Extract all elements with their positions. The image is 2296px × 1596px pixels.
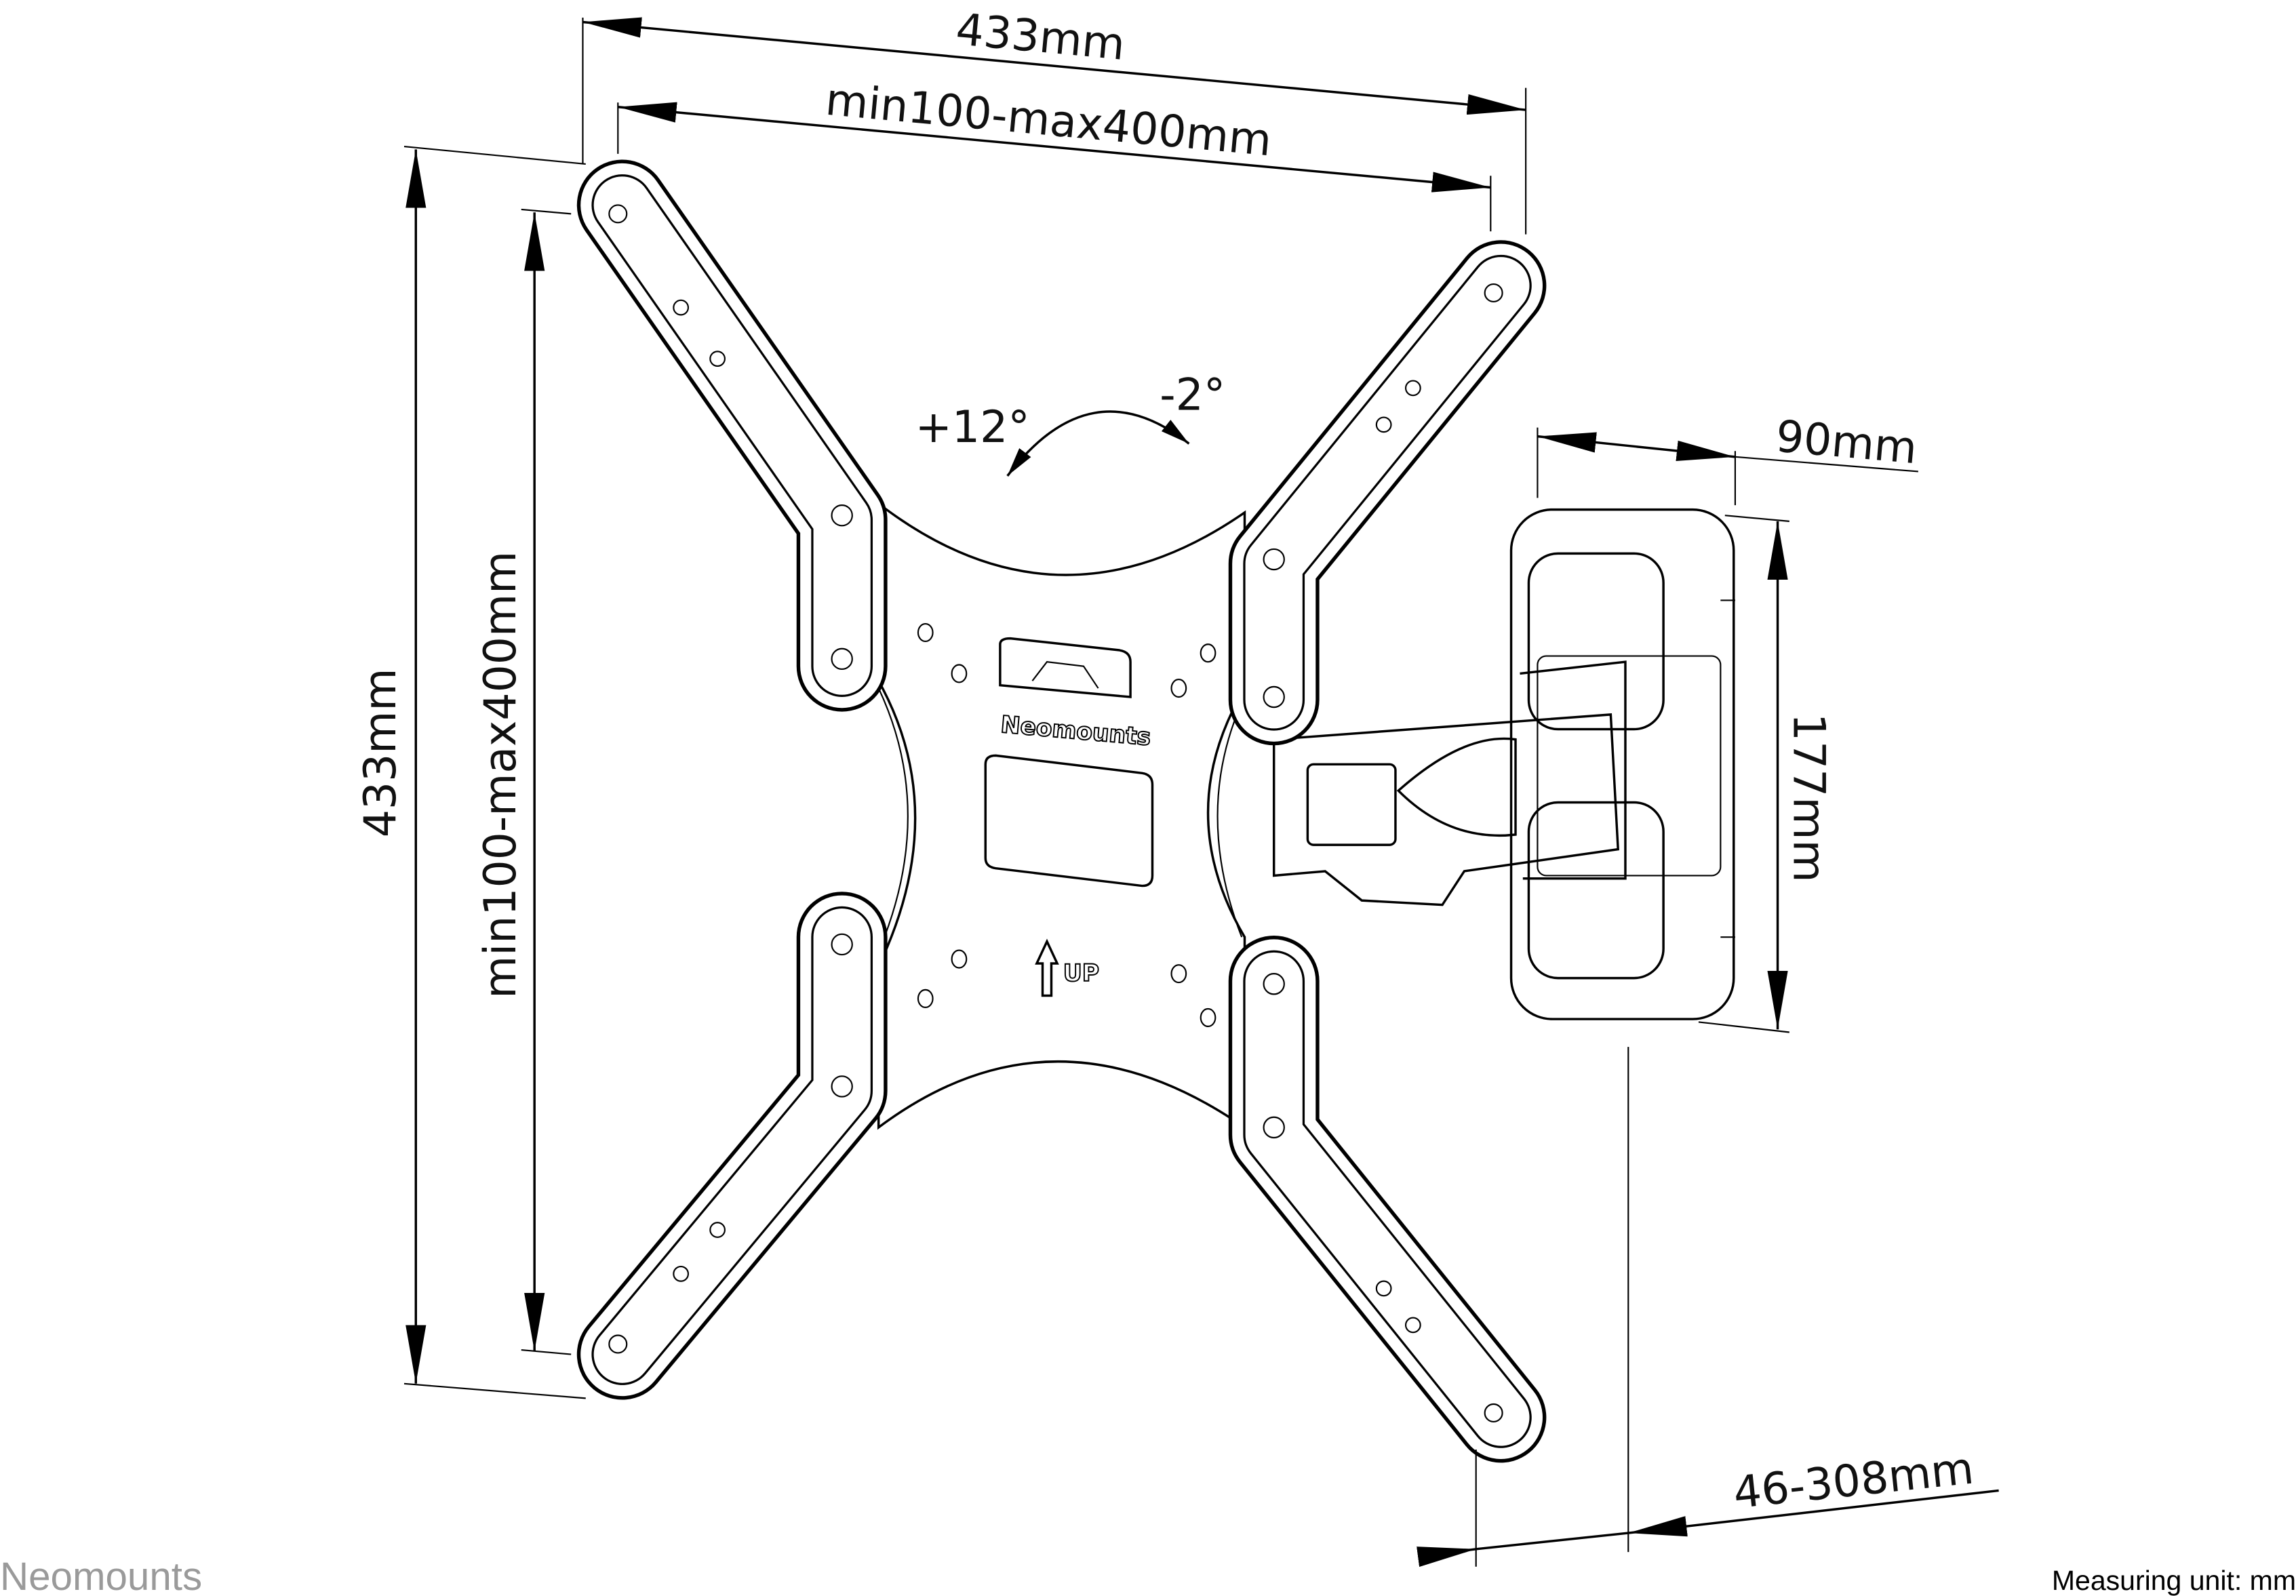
swing-arm [1272, 660, 1627, 906]
measuring-unit-note: Measuring unit: mm [2052, 1565, 2296, 1596]
width-dimensions [582, 17, 1527, 235]
plate-brand-label: Neomounts [999, 711, 1152, 751]
plate-up-label: UP [1063, 960, 1099, 987]
wall-plate [1509, 508, 1735, 1020]
vesa-height-label: min100-max400mm [475, 551, 526, 999]
wall-distance-dimension [1417, 1047, 1999, 1568]
footer-brand-logo: Neomounts [0, 1555, 202, 1596]
overall-height-label: 433mm [355, 669, 406, 838]
overall-width-label: 433mm [953, 4, 1127, 71]
vesa-arms [576, 159, 1547, 1463]
tilt-arc [1006, 410, 1190, 477]
tilt-up-label: +12° [915, 402, 1030, 453]
wall-plate-height-label: 177mm [1783, 713, 1834, 883]
center-plate: Neomounts UP [869, 495, 1246, 1130]
wall-plate-dimensions [1537, 427, 1918, 1033]
wall-plate-depth-label: 90mm [1774, 411, 1919, 474]
vesa-width-label: min100-max400mm [823, 75, 1273, 167]
tilt-down-label: -2° [1160, 370, 1225, 421]
height-dimensions [403, 145, 586, 1399]
